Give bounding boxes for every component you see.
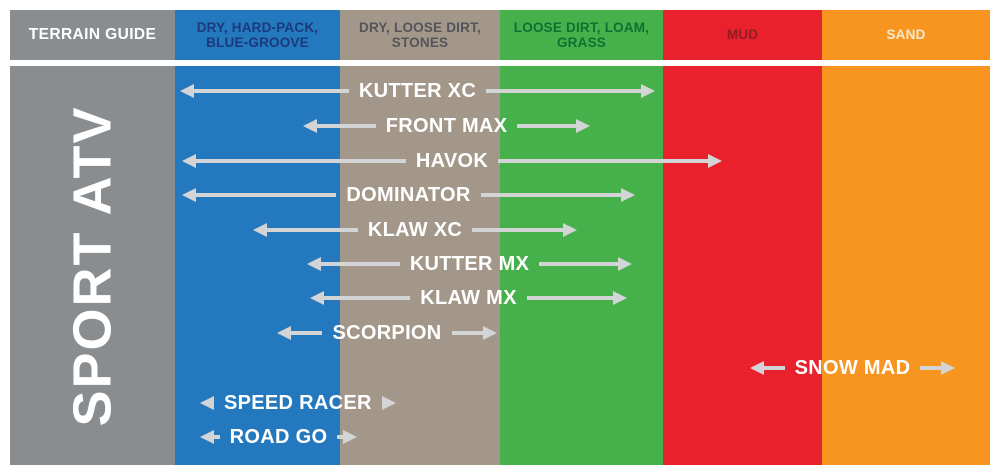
tire-range-row: HAVOK [182, 147, 722, 175]
guide-title-cell: TERRAIN GUIDE [10, 10, 175, 60]
arrow-line [194, 89, 349, 93]
arrow-left-icon [182, 188, 196, 202]
arrow-right-icon [621, 188, 635, 202]
tire-name-label: KUTTER XC [358, 79, 477, 102]
arrow-left-icon [180, 84, 194, 98]
arrow-right-icon [563, 223, 578, 237]
arrow-line [486, 89, 641, 93]
terrain-header-dry-hardpack: DRY, HARD-PACK, BLUE-GROOVE [175, 10, 340, 60]
arrow-line [526, 296, 614, 300]
arrow-line [317, 124, 376, 128]
terrain-header-label: DRY, HARD-PACK, BLUE-GROOVE [196, 19, 319, 50]
arrow-line [451, 331, 483, 335]
tire-name-label: DOMINATOR [346, 183, 471, 206]
arrow-left-icon [200, 396, 214, 410]
arrow-right-icon [483, 326, 497, 340]
tire-range-row: KUTTER XC [180, 77, 655, 105]
terrain-header-label: DRY, LOOSE DIRT, STONES [359, 19, 481, 50]
arrow-line [267, 228, 358, 232]
tire-range-row: KLAW XC [253, 216, 578, 244]
arrow-line [920, 366, 942, 370]
terrain-header-loam-grass: LOOSE DIRT, LOAM, GRASS [500, 10, 663, 60]
arrow-left-icon [750, 361, 764, 375]
terrain-header-label: LOOSE DIRT, LOAM, GRASS [513, 19, 650, 50]
terrain-column-sand [822, 10, 990, 465]
header-divider [10, 60, 990, 66]
terrain-header-label: SAND [886, 27, 926, 43]
arrow-left-icon [310, 291, 324, 305]
arrow-right-icon [941, 361, 956, 375]
category-column-strip [10, 10, 175, 465]
arrow-left-icon [303, 119, 317, 133]
arrow-line [539, 262, 618, 266]
arrow-right-icon [708, 154, 722, 168]
arrow-line [337, 435, 344, 439]
arrow-right-icon [576, 119, 591, 133]
tire-range-row: KLAW MX [310, 284, 628, 312]
arrow-left-icon [182, 154, 196, 168]
arrow-line [214, 435, 220, 439]
tire-range-row: SNOW MAD [750, 354, 956, 382]
arrow-line [196, 159, 406, 163]
tire-name-label: KLAW XC [367, 218, 463, 241]
terrain-column-loam-grass [500, 10, 663, 465]
arrow-left-icon [277, 326, 291, 340]
tire-name-label: FRONT MAX [385, 114, 508, 137]
arrow-line [480, 193, 621, 197]
arrow-right-icon [641, 84, 655, 98]
arrow-line [196, 193, 337, 197]
arrow-line [517, 124, 577, 128]
terrain-column-mud [663, 10, 822, 465]
tire-range-row: KUTTER MX [307, 250, 632, 278]
tire-name-label: ROAD GO [229, 425, 328, 448]
arrow-left-icon [200, 430, 214, 444]
arrow-right-icon [343, 430, 358, 444]
arrow-left-icon [307, 257, 321, 271]
terrain-header-mud: MUD [663, 10, 822, 60]
arrow-line [764, 366, 785, 370]
arrow-right-icon [618, 257, 632, 271]
tire-range-row: SCORPION [277, 319, 497, 347]
tire-range-row: FRONT MAX [303, 112, 591, 140]
tire-range-row: DOMINATOR [182, 181, 635, 209]
arrow-right-icon [613, 291, 628, 305]
tire-name-label: SNOW MAD [794, 356, 911, 379]
terrain-column-loose-dirt-stones [340, 10, 500, 465]
tire-name-label: SCORPION [332, 321, 442, 344]
arrow-line [291, 331, 323, 335]
tire-range-row: SPEED RACER [200, 389, 396, 417]
terrain-header-label: MUD [726, 27, 759, 43]
terrain-column-dry-hardpack [175, 10, 340, 465]
arrow-line [324, 296, 411, 300]
arrow-right-icon [381, 396, 396, 410]
terrain-header-sand: SAND [822, 10, 990, 60]
arrow-line [472, 228, 564, 232]
tire-name-label: KLAW MX [420, 286, 517, 309]
arrow-line [321, 262, 400, 266]
arrow-left-icon [253, 223, 267, 237]
tire-name-label: SPEED RACER [224, 391, 372, 414]
terrain-header-loose-dirt-stones: DRY, LOOSE DIRT, STONES [340, 10, 500, 60]
tire-name-label: HAVOK [415, 149, 489, 172]
arrow-line [498, 159, 708, 163]
tire-range-row: ROAD GO [200, 423, 358, 451]
guide-title: TERRAIN GUIDE [28, 26, 157, 44]
tire-name-label: KUTTER MX [409, 252, 530, 275]
